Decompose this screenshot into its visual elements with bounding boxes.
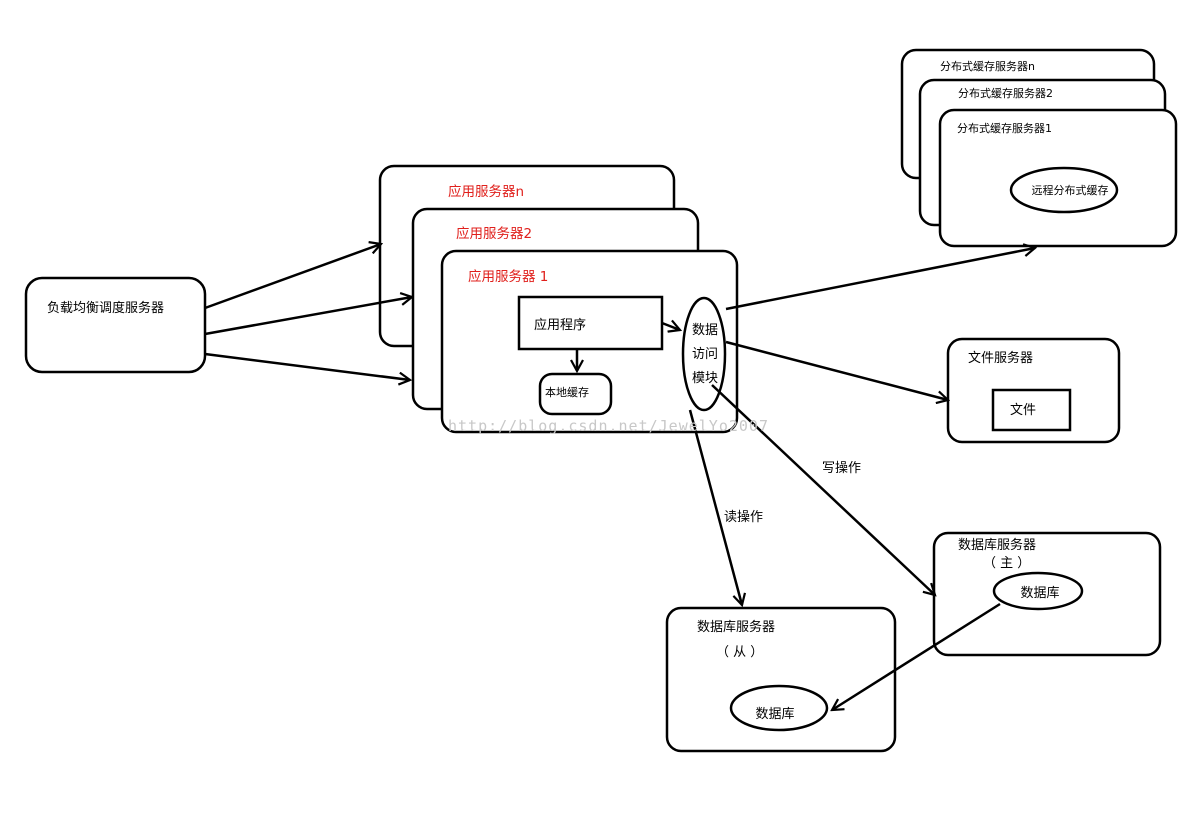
cache-server-2-label: 分布式缓存服务器2 [958,86,1053,100]
data-access-module-line1: 数据 [692,323,718,338]
local-cache-box [538,372,613,416]
edge-lb-to-app-n [204,244,381,310]
remote-cache-node [1009,166,1119,214]
edge-app-to-data-access [661,323,680,330]
remote-cache-label: 远程分布式缓存 [1032,183,1109,197]
db-slave-database-label: 数据库 [755,706,794,722]
watermark: http://blog.csdn.net/JewelYo2007 [448,417,769,435]
db-master-database-node [992,571,1084,611]
data-access-module-line2: 访问 [692,347,718,362]
data-access-module-line3: 模块 [692,371,718,386]
edge-db-master-to-slave [832,602,1001,710]
app-server-1-label: 应用服务器 1 [468,268,548,285]
cache-server-n-label: 分布式缓存服务器n [940,59,1035,73]
app-server-n-label: 应用服务器n [448,183,524,200]
edge-data-access-to-file [725,340,948,400]
db-slave-role: （ 从 ） [716,645,763,660]
read-operation-label: 读操作 [724,509,763,525]
db-slave-database-node [729,684,829,732]
load-balancer-label: 负载均衡调度服务器 [47,300,164,316]
cache-server-1-label: 分布式缓存服务器1 [957,121,1052,135]
file-server-label: 文件服务器 [968,350,1033,366]
load-balancer-box [24,276,207,374]
db-slave-box [665,606,897,753]
db-master-database-label: 数据库 [1020,585,1059,601]
app-server-2-label: 应用服务器2 [456,225,532,242]
edge-write-to-db-master [711,384,935,595]
edge-lb-to-app-2 [204,297,412,336]
data-access-module-node [681,296,727,412]
db-master-role: （ 主 ） [983,556,1030,571]
file-label: 文件 [1010,403,1036,418]
file-box [991,388,1072,432]
write-operation-label: 写操作 [822,460,861,476]
edge-data-access-to-cache [725,248,1035,311]
db-master-title: 数据库服务器 [958,537,1036,553]
local-cache-label: 本地缓存 [545,385,589,399]
application-label: 应用程序 [534,317,586,333]
edge-lb-to-app-1 [204,352,410,380]
db-slave-title: 数据库服务器 [697,619,775,635]
edge-read-from-db-slave [688,409,742,605]
